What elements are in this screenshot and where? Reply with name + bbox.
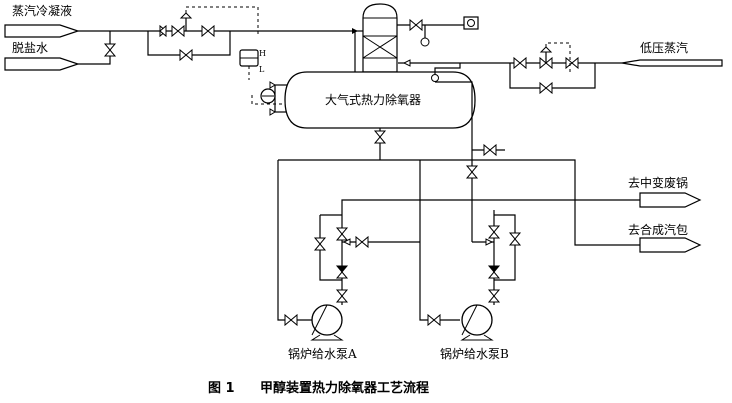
condensate-control-valve bbox=[159, 12, 215, 38]
to-synthesis-drum-pipe bbox=[574, 200, 640, 246]
demin-water-inlet bbox=[4, 57, 80, 71]
pump-b-minflow-loop bbox=[494, 214, 516, 281]
control-signal-line bbox=[185, 6, 259, 35]
pump-a-recirc-arrow bbox=[342, 238, 351, 246]
pump-a-discharge-pipe bbox=[341, 199, 560, 305]
bypass-valve bbox=[179, 48, 193, 62]
deaeration-column bbox=[362, 3, 398, 73]
pump-b-recirc-arrow bbox=[485, 238, 494, 246]
steam-control-signal bbox=[545, 42, 571, 72]
pump-a-suction-pipe bbox=[277, 160, 312, 321]
steam-control-valve bbox=[513, 46, 579, 70]
pump-a-suction-valve bbox=[284, 313, 298, 327]
tank-outlet-valve bbox=[373, 130, 387, 144]
pump-a-label: 锅炉给水泵A bbox=[288, 346, 357, 361]
low-pressure-steam-inlet bbox=[621, 59, 723, 67]
to-synthesis-drum-outlet bbox=[639, 237, 702, 253]
suction-header-pipe bbox=[278, 159, 576, 200]
pump-b-label: 锅炉给水泵B bbox=[440, 346, 509, 361]
demin-water-valve bbox=[103, 43, 117, 57]
steam-sparger-nozzle bbox=[431, 74, 439, 82]
to-shift-boiler-outlet bbox=[639, 192, 702, 208]
pump-a-discharge-valves bbox=[313, 227, 349, 303]
steam-condensate-label: 蒸汽冷凝液 bbox=[12, 3, 72, 18]
low-pressure-steam-label: 低压蒸汽 bbox=[640, 40, 688, 55]
to-shift-boiler-label: 去中变废锅 bbox=[628, 175, 688, 190]
pump-a-recirc-valve bbox=[355, 235, 369, 249]
pump-b bbox=[460, 304, 494, 341]
level-signal-line bbox=[251, 95, 290, 105]
deaerator-label: 大气式热力除氧器 bbox=[325, 92, 421, 107]
pump-a bbox=[310, 304, 344, 341]
pump-b-suction-pipe bbox=[419, 160, 460, 321]
steam-arrow bbox=[402, 59, 411, 67]
pump-a-minflow-loop bbox=[319, 214, 342, 281]
steam-branch-pipe bbox=[435, 81, 473, 242]
level-high-label: H bbox=[259, 49, 266, 58]
vent-valve bbox=[409, 18, 430, 47]
to-synthesis-drum-label: 去合成汽包 bbox=[628, 222, 688, 237]
demin-water-pipe bbox=[78, 31, 111, 65]
steam-bypass-valve bbox=[539, 81, 553, 95]
pump-b-discharge-valves bbox=[487, 225, 522, 303]
level-transmitter: H L bbox=[239, 49, 266, 74]
figure-caption: 甲醇装置热力除氧器工艺流程 bbox=[260, 380, 429, 396]
level-low-label: L bbox=[259, 65, 265, 74]
demin-water-label: 脱盐水 bbox=[12, 40, 48, 55]
figure-number: 图 1 bbox=[208, 381, 235, 396]
steam-condensate-inlet bbox=[4, 24, 80, 38]
steam-branch-valve bbox=[465, 143, 497, 179]
steam-to-tank-pipe bbox=[434, 63, 461, 74]
pump-b-suction-valve bbox=[427, 313, 441, 327]
vent-orifice bbox=[463, 16, 479, 30]
